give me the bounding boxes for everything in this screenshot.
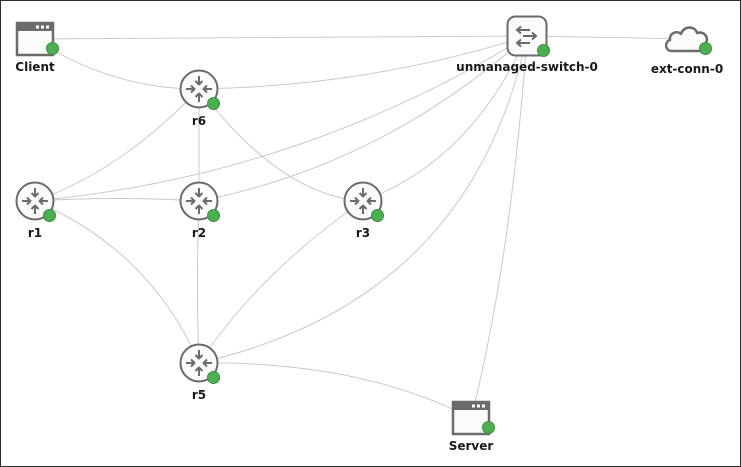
link-r3-r5[interactable] <box>198 200 364 364</box>
node-label: Server <box>448 439 494 453</box>
link-client-switch[interactable] <box>34 35 528 40</box>
node-label: r2 <box>191 226 207 240</box>
status-indicator <box>207 97 220 110</box>
status-indicator <box>699 42 712 55</box>
link-r6-switch[interactable] <box>198 35 528 90</box>
link-r6-r1[interactable] <box>34 88 200 202</box>
link-r3-switch[interactable] <box>362 35 528 202</box>
link-r5-server[interactable] <box>198 362 472 419</box>
link-r6-r3[interactable] <box>198 88 364 202</box>
host-window-icon <box>451 400 491 436</box>
node-label: r5 <box>191 388 207 402</box>
status-indicator <box>207 371 220 384</box>
link-r1-r5[interactable] <box>34 200 200 364</box>
node-label: Client <box>15 60 55 74</box>
node-label: r3 <box>355 226 371 240</box>
status-indicator <box>207 209 220 222</box>
link-client-r6[interactable] <box>34 38 200 90</box>
link-r1-switch[interactable] <box>34 35 528 202</box>
status-indicator <box>537 44 550 57</box>
link-server-switch[interactable] <box>470 35 528 419</box>
status-indicator <box>482 421 495 434</box>
status-indicator <box>43 209 56 222</box>
status-indicator <box>46 42 59 55</box>
node-label: r6 <box>191 114 207 128</box>
node-label: unmanaged-switch-0 <box>456 60 598 74</box>
node-label: ext-conn-0 <box>650 62 724 76</box>
status-indicator <box>371 209 384 222</box>
node-label: r1 <box>27 226 43 240</box>
link-switch-ext[interactable] <box>526 35 688 40</box>
link-r2-switch[interactable] <box>198 35 528 202</box>
link-r5-switch[interactable] <box>198 35 528 364</box>
switch-icon <box>506 15 548 57</box>
